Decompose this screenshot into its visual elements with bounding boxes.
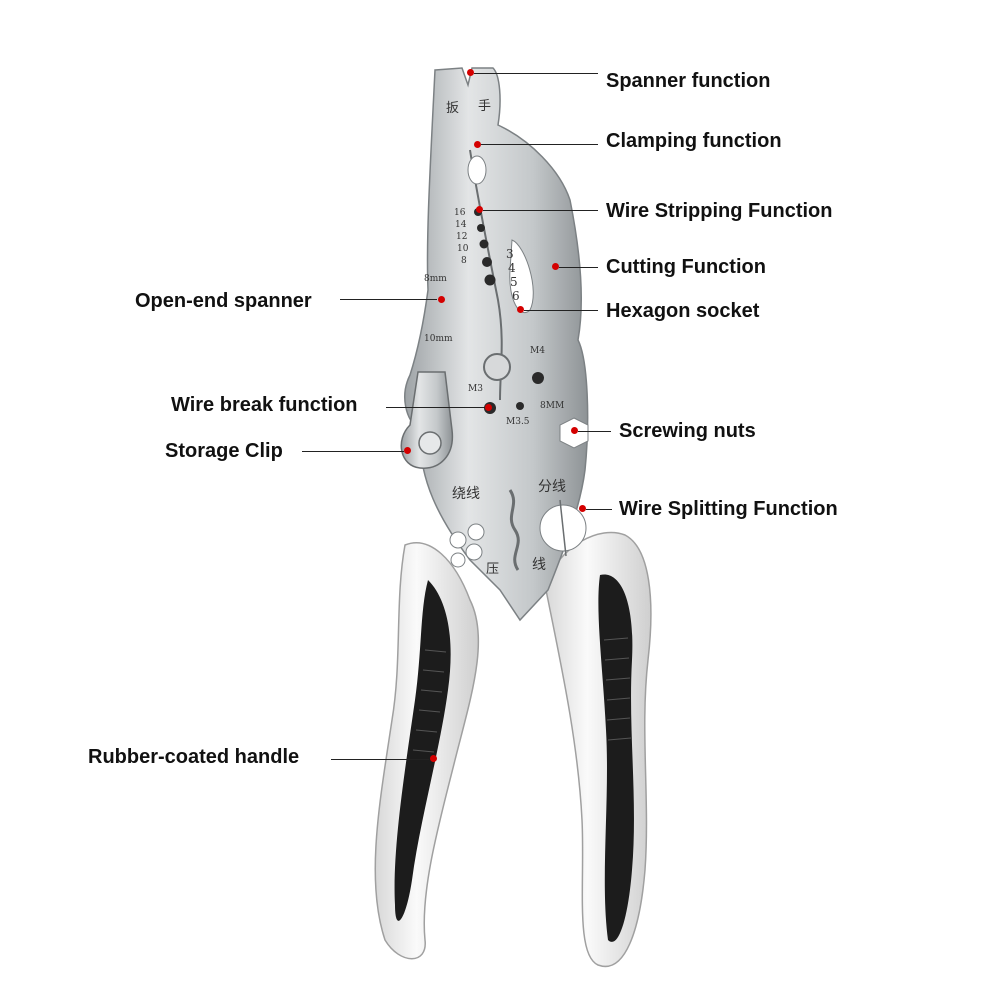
callout-dot [485,404,492,411]
callout-dot [517,306,524,313]
callout-dot [404,447,411,454]
callout-dot [467,69,474,76]
leader-line [578,431,611,432]
label-storage-clip: Storage Clip [165,440,283,462]
label-wire-break-function: Wire break function [171,394,358,416]
storage-clip [400,371,454,469]
winding-holes [449,523,485,568]
etch-gauge-8: 8 [461,256,467,266]
etch-gauge-14: 14 [455,220,467,230]
etch-socket-4: 4 [508,261,516,275]
etch-press: 压 [486,562,499,577]
leader-line [386,407,485,408]
etch-socket-3: 3 [506,247,514,261]
label-spanner-function: Spanner function [606,70,771,92]
label-wire-stripping-function: Wire Stripping Function [606,200,833,222]
callout-dot [571,427,578,434]
etch-wire: 线 [532,557,546,573]
label-open-end-spanner: Open-end spanner [135,290,312,312]
callout-dot [430,755,437,762]
etch-winding: 绕线 [452,486,480,502]
leader-line [481,144,598,145]
left-handle [374,542,480,960]
etch-thread-m35: M3.5 [506,417,530,427]
callout-dot [474,141,481,148]
label-screwing-nuts: Screwing nuts [619,420,756,442]
leader-line [331,759,429,760]
leader-line [474,73,598,74]
label-clamping-function: Clamping function [606,130,782,152]
label-hexagon-socket: Hexagon socket [606,300,760,322]
etch-jaw-left: 扳 [446,100,459,116]
leader-line [340,299,437,300]
etch-nut-8mm: 8MM [540,401,564,411]
etch-splitting: 分线 [538,479,566,495]
callout-dot [438,296,445,303]
label-rubber-coated-handle: Rubber-coated handle [88,746,300,768]
right-handle [412,531,652,968]
label-cutting-function: Cutting Function [606,256,766,278]
pivot-rivet [483,353,511,381]
etch-thread-m3: M3 [468,384,483,394]
callout-dot [579,505,586,512]
leader-line [483,210,598,211]
leader-line [524,310,598,311]
label-wire-splitting-function: Wire Splitting Function [619,498,838,520]
etch-gauge-10: 10 [457,244,469,254]
etch-gauge-12: 12 [456,232,467,242]
etch-gauge-16: 16 [454,208,466,218]
etch-spanner-8mm: 8mm [424,274,447,284]
callout-dot [476,206,483,213]
right-rubber-grip [598,574,634,942]
steel-head [404,67,589,622]
etch-socket-6: 6 [512,289,520,303]
etch-jaw-right: 手 [478,99,491,114]
leader-line [586,509,612,510]
etch-socket-5: 5 [510,275,518,289]
leader-line [302,451,404,452]
leader-line [559,267,598,268]
callout-dot [552,263,559,270]
etch-thread-m4: M4 [530,346,545,356]
etch-spanner-10mm: 10mm [424,334,453,344]
